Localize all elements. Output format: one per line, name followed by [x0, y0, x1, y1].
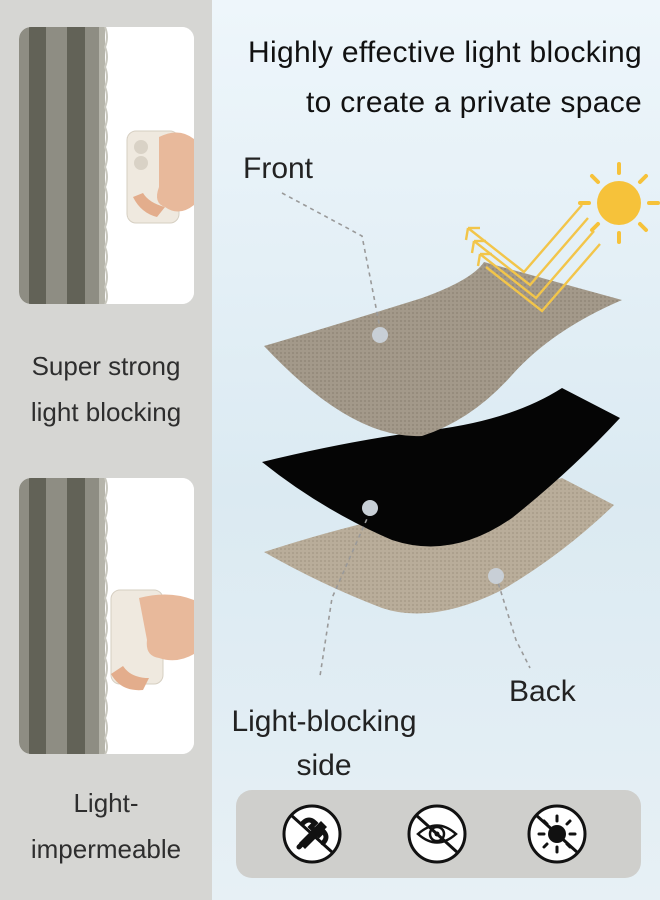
no-see-through-icon	[407, 804, 467, 864]
caption-light-impermeable: Light- impermeable	[0, 780, 212, 872]
headline: Highly effective light blocking to creat…	[248, 28, 642, 128]
right-panel: Highly effective light blocking to creat…	[212, 0, 660, 900]
side-label-line-2: side	[296, 749, 352, 782]
caption-line: Light-	[73, 788, 139, 818]
no-sunlight-icon	[527, 804, 587, 864]
left-panel: Super strong light blocking Light- imper…	[0, 0, 212, 900]
caption-line: light blocking	[30, 397, 182, 427]
headline-line-1: Highly effective light blocking	[248, 36, 642, 69]
side-label-line-1: Light-blocking	[231, 705, 417, 738]
label-pointers	[281, 192, 531, 677]
caption-super-strong: Super strong light blocking	[0, 343, 212, 435]
fabric-layers-illustration	[262, 162, 660, 677]
no-fading-icon	[282, 804, 342, 864]
curtain-phone-photo-2	[19, 478, 194, 754]
black-blocking-layer	[262, 388, 620, 547]
side-pointer-dot	[362, 500, 378, 516]
reflected-light-arrows	[464, 204, 601, 313]
front-fabric-layer	[264, 262, 622, 437]
caption-line: impermeable	[30, 834, 182, 864]
back-label: Back	[509, 675, 576, 708]
curtain-phone-photo-1	[19, 27, 194, 304]
feature-icon-bar	[236, 790, 641, 878]
headline-line-2: to create a private space	[305, 86, 642, 119]
light-blocking-side-label: Light-blocking side	[224, 700, 424, 788]
caption-line: Super strong	[31, 351, 181, 381]
sun-icon	[578, 162, 660, 244]
front-pointer-dot	[372, 327, 388, 343]
front-label: Front	[243, 152, 314, 185]
back-pointer-dot	[488, 568, 504, 584]
